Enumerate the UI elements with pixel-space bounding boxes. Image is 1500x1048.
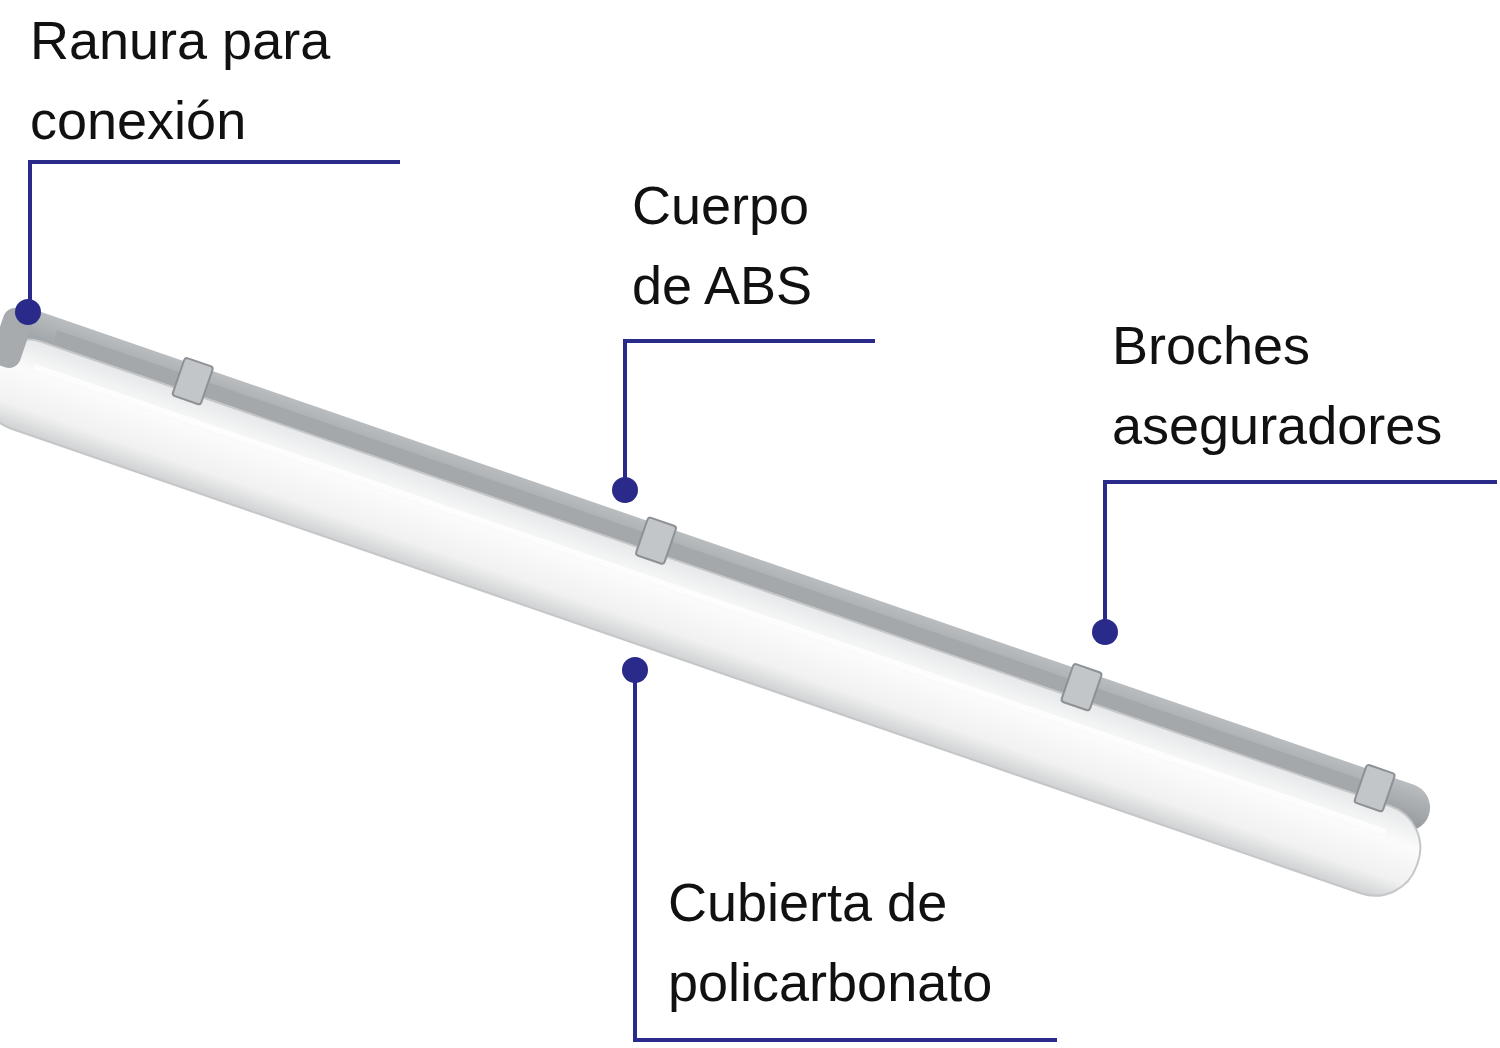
part-label: Cuerpo de ABS: [632, 165, 872, 325]
leader-lines: [30, 162, 1497, 1040]
part-label: Cubierta de policarbonato: [668, 862, 1078, 1022]
part-label: Broches aseguradores: [1112, 305, 1496, 465]
leader-dots: [15, 299, 1118, 683]
part-label: Ranura para conexión: [30, 0, 420, 160]
led-fixture: [0, 297, 1443, 907]
